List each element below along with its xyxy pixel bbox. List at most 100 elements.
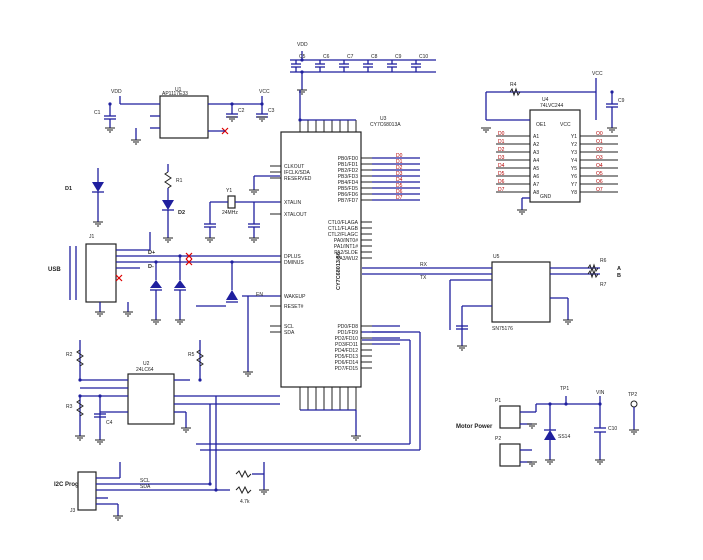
u3-pin-right: PD5/FD13 bbox=[335, 354, 359, 360]
u4-pin-a: A6 bbox=[533, 174, 539, 180]
u4-net-out: O3 bbox=[596, 155, 603, 161]
decoupling-cap-label: C10 bbox=[419, 54, 428, 60]
u4-pin-a: A5 bbox=[533, 166, 539, 172]
u4-pin-a: A2 bbox=[533, 142, 539, 148]
u3-pin-right: PD6/FD14 bbox=[335, 360, 359, 366]
net-dplus: D+ bbox=[148, 250, 155, 256]
u4-net-out: O6 bbox=[596, 179, 603, 185]
c1-label: C1 bbox=[94, 110, 101, 116]
u3-pin-right: PB0/FD0 bbox=[338, 156, 359, 162]
usb-label: USB bbox=[48, 267, 61, 273]
u3-pin-right: PD1/FD9 bbox=[337, 330, 358, 336]
net-rx: RX bbox=[420, 262, 428, 268]
u3-pin-right: PB4/FD4 bbox=[338, 180, 359, 186]
tp1-label: TP1 bbox=[560, 386, 569, 392]
j3-label: J3 bbox=[70, 508, 76, 514]
net-a: A bbox=[617, 266, 621, 272]
u3-pin-right: PA0/INT0# bbox=[334, 238, 358, 244]
u3-pin-right: PD3/FD11 bbox=[335, 342, 358, 348]
u4-net-out: O4 bbox=[596, 163, 603, 169]
u4-net-in: D4 bbox=[498, 163, 505, 169]
u4-net-in: D3 bbox=[498, 155, 505, 161]
junction-dots bbox=[78, 58, 614, 492]
u4-net-in: D5 bbox=[498, 171, 505, 177]
tp2-label: TP2 bbox=[628, 392, 637, 398]
u4-pin-y: Y4 bbox=[571, 158, 577, 164]
u3-ref: U3 bbox=[380, 116, 387, 122]
u3-pin-right: PB1/FD1 bbox=[338, 162, 359, 168]
motor-label: Motor Power bbox=[456, 424, 493, 430]
u3-pin-right: CTL2/FLAGC bbox=[328, 232, 359, 238]
c2-label: C2 bbox=[238, 108, 245, 114]
u4-pin-y: Y3 bbox=[571, 150, 577, 156]
d1-label: D1 bbox=[65, 186, 72, 192]
u3-pin-left: CLKOUT bbox=[284, 164, 304, 170]
u4-net-in: D2 bbox=[498, 147, 505, 153]
u3-pin-left: SCL bbox=[284, 324, 294, 330]
c9-label: C9 bbox=[618, 98, 625, 104]
u4-net-out: O0 bbox=[596, 131, 603, 137]
u3-pin-left: XTALOUT bbox=[284, 212, 307, 218]
u4-pin-y: Y7 bbox=[571, 182, 577, 188]
u3-pin-left: RESET# bbox=[284, 304, 304, 310]
led-d2: R1 D2 bbox=[162, 164, 185, 238]
bus-net-label: D1 bbox=[396, 159, 403, 165]
u3-pin-left: WAKEUP bbox=[284, 294, 306, 300]
u4-pin-y: Y8 bbox=[571, 190, 577, 196]
u4-part: 74LVC244 bbox=[540, 103, 563, 109]
r7-label: R7 bbox=[600, 282, 607, 288]
u4-net-out: O2 bbox=[596, 147, 603, 153]
u3-pin-right: PA3/WU2 bbox=[336, 256, 358, 262]
u2-part: 24LC64 bbox=[136, 367, 154, 373]
u2-eeprom: U2 24LC64 R2 R3 C4 R5 bbox=[66, 340, 280, 440]
u3-pin-right: PD0/FD8 bbox=[337, 324, 358, 330]
u3-pin-right: PB6/FD6 bbox=[338, 192, 359, 198]
bus-net-label: D0 bbox=[396, 153, 403, 159]
u5-ref: U5 bbox=[493, 254, 500, 260]
u3-pin-right: PA2/SLOE bbox=[334, 250, 358, 256]
u3-pin-right: PB2/FD2 bbox=[338, 168, 359, 174]
u3-fx2-chip: U3 CY7C68013A CY7C68013-56 CLKOUTIFCLK/S… bbox=[270, 90, 401, 436]
schottky-label: SS14 bbox=[558, 434, 570, 440]
bus-net-label: D2 bbox=[396, 165, 403, 171]
u4-buffer: U4 74LVC244 A1D0A2D1A3D2A4D3A5D4A6D5A7D6… bbox=[485, 71, 625, 210]
vcc-label-u4: VCC bbox=[592, 71, 603, 77]
u4-pin-y: Y1 bbox=[571, 134, 577, 140]
u4-net-in: D0 bbox=[498, 131, 505, 137]
u3-pin-left: IFCLK/SDA bbox=[284, 170, 311, 176]
u4-pin-gnd: GND bbox=[540, 194, 552, 200]
crystal-y1: Y1 24MHz bbox=[204, 175, 280, 238]
u4-pin-a: A8 bbox=[533, 190, 539, 196]
u4-pin-a: A4 bbox=[533, 158, 539, 164]
usb-connector: USB J1 D+ D- bbox=[48, 232, 280, 312]
u3-pin-left: DPLUS bbox=[284, 254, 301, 260]
decoupling-cap-label: C5 bbox=[299, 54, 306, 60]
r1-label: R1 bbox=[176, 178, 183, 184]
u4-pin-oe1: OE1 bbox=[536, 122, 546, 128]
bus-net-label: D7 bbox=[396, 195, 403, 201]
decoupling-cap-label: C7 bbox=[347, 54, 354, 60]
bus-net-label: D5 bbox=[396, 183, 403, 189]
p2-label: P2 bbox=[495, 436, 501, 442]
u1-ref: U1 bbox=[175, 87, 182, 93]
u4-net-out: O7 bbox=[596, 187, 603, 193]
decoupling-cap-label: C9 bbox=[395, 54, 402, 60]
decoupling-cap-label: C8 bbox=[371, 54, 378, 60]
u4-pin-y: Y2 bbox=[571, 142, 577, 148]
u4-pin-vcc: VCC bbox=[560, 122, 571, 128]
u4-pin-y: Y6 bbox=[571, 174, 577, 180]
u3-pin-left: DMINUS bbox=[284, 260, 304, 266]
y1-label: Y1 bbox=[226, 188, 232, 194]
i2c-header: I2C Prog J3 SCL SDA 4.7k bbox=[54, 396, 265, 516]
y1-value: 24MHz bbox=[222, 210, 238, 216]
u4-ref: U4 bbox=[542, 97, 549, 103]
d2-label: D2 bbox=[178, 210, 185, 216]
r6-label: R6 bbox=[600, 258, 607, 264]
u5-part: SN75176 bbox=[492, 326, 513, 332]
r2-label: R2 bbox=[66, 352, 73, 358]
vdd-label-u1: VDD bbox=[111, 89, 122, 95]
u3-pin-right: PD4/FD12 bbox=[335, 348, 359, 354]
c3-label: C3 bbox=[268, 108, 275, 114]
c4-label: C4 bbox=[106, 420, 113, 426]
bus-net-label: D6 bbox=[396, 189, 403, 195]
